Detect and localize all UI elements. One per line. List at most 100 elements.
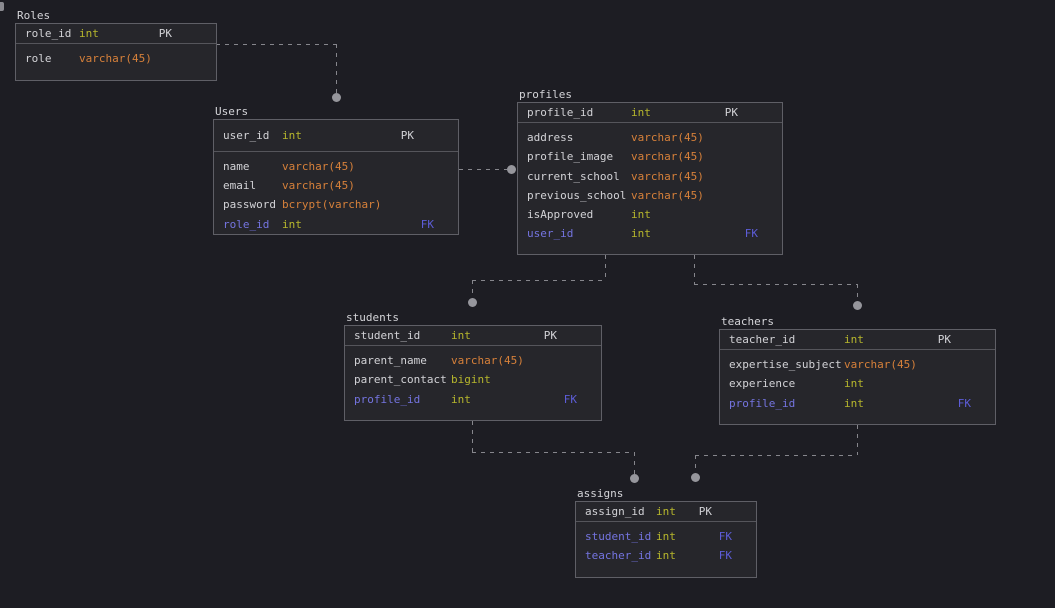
column-name: parent_contact <box>354 373 447 387</box>
pk-badge: PK <box>937 333 951 347</box>
connector-teachers-assigns <box>857 425 858 455</box>
connector-endpoint-dot[interactable] <box>507 165 516 174</box>
table-row: previous_school varchar(45) <box>518 186 782 205</box>
table-users[interactable]: Users user_id int PK name varchar(45) em… <box>213 105 459 235</box>
column-type: int <box>631 106 651 120</box>
column-name: role_id <box>223 217 270 231</box>
connector-teachers-assigns <box>695 455 857 456</box>
table-assigns[interactable]: assigns assign_id int PK student_id int … <box>575 487 757 578</box>
column-name: assign_id <box>585 505 645 519</box>
column-type: varchar(45) <box>844 358 917 372</box>
table-title: profiles <box>519 88 572 101</box>
column-type: varchar(45) <box>631 150 704 164</box>
column-name: password <box>223 198 276 212</box>
table-teachers[interactable]: teachers teacher_id int PK expertise_sub… <box>719 315 996 425</box>
column-type: bigint <box>451 373 491 387</box>
column-name: student_id <box>354 329 421 343</box>
column-type: int <box>451 392 471 406</box>
column-type: varchar(45) <box>631 169 704 183</box>
canvas-artifact <box>0 2 4 11</box>
column-type: int <box>656 549 676 563</box>
table-title: students <box>346 311 399 324</box>
fk-badge: FK <box>718 549 732 563</box>
connector-endpoint-dot[interactable] <box>332 93 341 102</box>
fk-badge: FK <box>957 396 971 410</box>
table-row: email varchar(45) <box>214 176 458 195</box>
key-cell: PK <box>531 329 601 342</box>
connector-profiles-students <box>605 255 606 280</box>
pk-badge: PK <box>543 329 557 343</box>
key-cell: FK <box>531 393 601 406</box>
table-row: isApproved int <box>518 205 782 224</box>
connector-roles-users <box>336 44 337 93</box>
column-type: int <box>656 505 676 519</box>
column-type: varchar(45) <box>631 188 704 202</box>
connector-students-assigns <box>472 452 634 453</box>
column-type: varchar(45) <box>282 160 355 174</box>
column-name: profile_id <box>729 396 796 410</box>
column-name: current_school <box>527 169 620 183</box>
column-type: int <box>844 377 864 391</box>
key-cell: FK <box>686 549 756 562</box>
connector-profiles-students <box>472 280 473 298</box>
table-row: experience int <box>720 374 995 393</box>
table-row: user_id int FK <box>518 224 782 243</box>
column-name: profile_image <box>527 150 614 164</box>
table-row: profile_id int FK <box>720 394 995 413</box>
column-name: address <box>527 131 574 145</box>
column-name: user_id <box>527 227 574 241</box>
table-row: password bcrypt(varchar) <box>214 195 458 214</box>
column-type: int <box>631 227 651 241</box>
table-row: student_id int FK <box>576 527 756 546</box>
column-name: experience <box>729 377 796 391</box>
connector-teachers-assigns <box>695 455 696 473</box>
table-row: assign_id int PK <box>576 502 756 523</box>
connector-endpoint-dot[interactable] <box>630 474 639 483</box>
connector-users-profiles <box>459 169 507 170</box>
table-row: name varchar(45) <box>214 157 458 176</box>
table-profiles[interactable]: profiles profile_id int PK address varch… <box>517 88 783 255</box>
connector-endpoint-dot[interactable] <box>468 298 477 307</box>
table-row: teacher_id int PK <box>720 330 995 351</box>
column-type: varchar(45) <box>451 354 524 368</box>
table-roles[interactable]: Roles role_id int PK role varchar(45) <box>15 9 217 81</box>
table-row: parent_contact bigint <box>345 370 601 389</box>
pk-badge: PK <box>400 129 414 142</box>
column-name: profile_id <box>354 392 421 406</box>
connector-profiles-teachers <box>857 284 858 301</box>
column-type: int <box>282 129 302 142</box>
table-title: Users <box>215 105 249 118</box>
column-type: int <box>282 217 302 231</box>
key-cell: FK <box>388 218 458 231</box>
table-title: assigns <box>577 487 624 500</box>
fk-badge: FK <box>718 530 732 544</box>
fk-badge: FK <box>563 392 577 406</box>
column-type: bcrypt(varchar) <box>282 198 382 212</box>
key-cell: PK <box>925 333 995 346</box>
connector-endpoint-dot[interactable] <box>691 473 700 482</box>
column-name: teacher_id <box>729 333 796 347</box>
column-name: role <box>25 52 52 66</box>
table-students[interactable]: students student_id int PK parent_name v… <box>344 311 602 421</box>
column-name: profile_id <box>527 106 594 120</box>
pk-badge: PK <box>698 505 712 519</box>
table-row: user_id int PK <box>214 120 458 152</box>
column-name: expertise_subject <box>729 358 842 372</box>
table-row: role varchar(45) <box>16 49 216 68</box>
table-row: parent_name varchar(45) <box>345 351 601 370</box>
table-row: current_school varchar(45) <box>518 167 782 186</box>
key-cell: FK <box>686 530 756 543</box>
key-cell: PK <box>146 27 216 40</box>
table-title: Roles <box>17 9 51 22</box>
table-title: teachers <box>721 315 774 328</box>
column-type: int <box>844 333 864 347</box>
column-type: int <box>656 530 676 544</box>
connector-profiles-teachers <box>694 284 857 285</box>
column-name: role_id <box>25 27 72 41</box>
column-type: int <box>451 329 471 343</box>
table-row: role_id int PK <box>16 24 216 45</box>
connector-endpoint-dot[interactable] <box>853 301 862 310</box>
connector-roles-users <box>216 44 336 45</box>
table-row: student_id int PK <box>345 326 601 347</box>
